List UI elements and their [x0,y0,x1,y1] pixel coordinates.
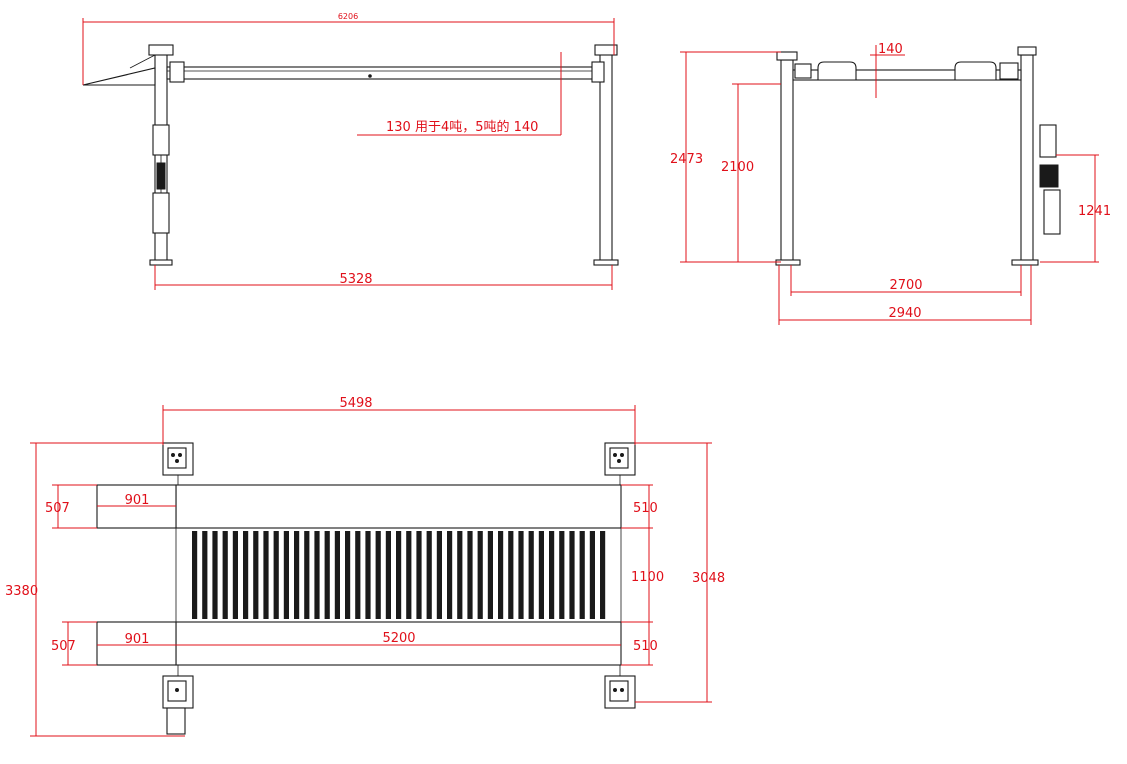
center-rib [243,531,249,619]
center-rib [314,531,320,619]
center-gap-label: 1100 [631,570,664,585]
center-rib [345,531,351,619]
center-rib [436,531,442,619]
plan-length-label: 5498 [339,396,372,411]
right-post-cap [594,44,618,56]
runway-length-label: 5200 [382,631,415,646]
runway-bottom [175,621,622,666]
plan-post-width-label: 3048 [692,571,725,586]
ramp-length-top-label: 901 [125,493,150,508]
center-rib [222,531,228,619]
center-rib [385,531,391,619]
center-rib [477,531,483,619]
center-rib [559,531,565,619]
inner-width-label: 2700 [889,278,922,293]
center-rib [273,531,279,619]
center-rib [467,531,473,619]
power-unit-tank [1043,189,1061,235]
right-post-base [593,259,619,266]
end-view: 2473 2100 140 1241 2700 2940 [670,42,1111,325]
left-crossbeam [169,61,185,83]
center-rib [334,531,340,619]
runway-width-bottom-label: 510 [633,639,658,654]
end-left-cap [776,51,798,61]
center-rib [457,531,463,619]
center-rib [508,531,514,619]
center-rib [253,531,259,619]
center-rib [579,531,585,619]
power-unit-height-label: 1241 [1078,204,1111,219]
ramp-width-bottom-label: 507 [51,639,76,654]
power-unit-motor [1039,164,1059,188]
center-rib [498,531,504,619]
center-rib [426,531,432,619]
center-rib [294,531,300,619]
center-rib [600,531,606,619]
center-rib [538,531,544,619]
right-crossbeam [591,61,605,83]
end-right-cap [1017,46,1037,56]
center-rib [406,531,412,619]
center-rib [263,531,269,619]
end-height-overall-label: 2473 [670,152,703,167]
runway-top [175,484,622,529]
center-rib [212,531,218,619]
approach-ramp [82,67,156,86]
center-rib [365,531,371,619]
center-rib [549,531,555,619]
end-runway-left [817,61,857,81]
center-rib [589,531,595,619]
ramp-width-top-label: 507 [45,501,70,516]
end-right-block [999,62,1019,80]
post-bottom-right [604,675,636,709]
ramp-bottom [96,621,177,666]
center-rib [528,531,534,619]
post-bottom-left [162,675,194,735]
beam-note-label: 130 用于4吨，5吨的 140 [386,119,538,135]
end-left-post [780,59,794,263]
cylinder-lower [152,192,170,234]
center-rib [192,531,198,619]
overall-length-label: 6206 [338,12,358,21]
end-runway-right [954,61,997,81]
post-spacing-label: 5328 [339,272,372,287]
runway-beam [166,66,601,80]
center-rib [202,531,208,619]
end-right-base [1011,259,1039,266]
center-rib [396,531,402,619]
power-unit-box [1039,124,1057,158]
end-crossbeam [792,69,1022,81]
plan-overall-width-label: 3380 [5,584,38,599]
left-post-cap [148,44,174,56]
runway-width-top-label: 510 [633,501,658,516]
cylinder-rod [156,162,166,190]
outer-width-label: 2940 [888,306,921,321]
center-rib [569,531,575,619]
post-top-right [604,442,636,476]
end-right-post [1020,54,1034,263]
center-rib [518,531,524,619]
left-post-base [149,259,173,266]
center-rib [447,531,453,619]
beam-depth-label: 140 [878,42,903,57]
side-view: 6206 5328 130 用于4吨，5吨的 140 [82,12,619,290]
cylinder-upper [152,124,170,156]
center-ribs [192,531,606,619]
center-rib [355,531,361,619]
end-height-runway-label: 2100 [721,160,754,175]
plan-view: 5498 3380 3048 507 901 507 901 510 1100 … [5,396,725,737]
center-rib [324,531,330,619]
post-top-left [162,442,194,476]
center-rib [487,531,493,619]
center-rib [232,531,238,619]
center-rib [304,531,310,619]
end-left-block [794,63,812,79]
center-rib [375,531,381,619]
center-rib [416,531,422,619]
center-rib [283,531,289,619]
ramp-length-bottom-label: 901 [125,632,150,647]
